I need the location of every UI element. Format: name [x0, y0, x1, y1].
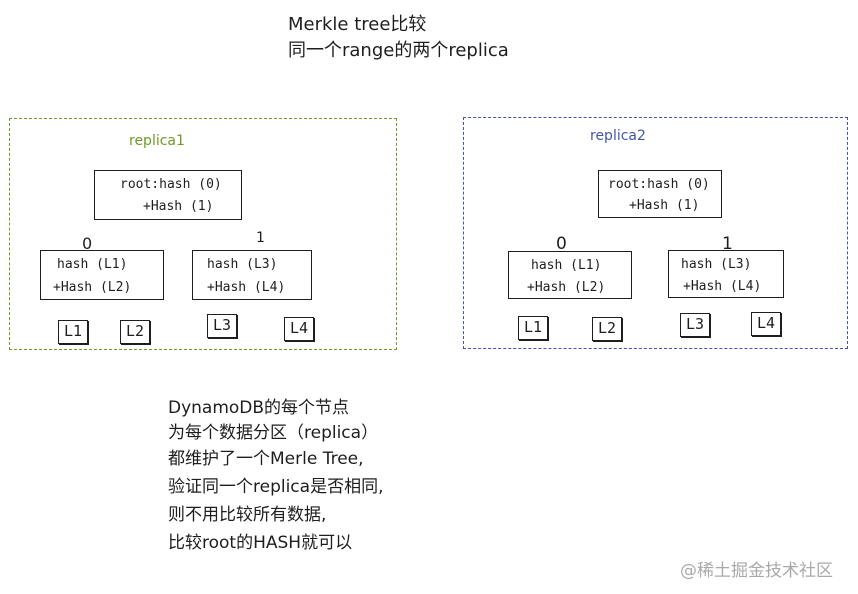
replica2-leaf-l1: L1 [518, 316, 548, 340]
diagram-subtitle: 同一个range的两个replica [288, 40, 509, 61]
replica1-left-node: hash (L1) +Hash (L2) [40, 250, 164, 300]
replica2-root-line2: +Hash (1) [629, 198, 700, 213]
replica1-leaf-l1: L1 [58, 320, 88, 344]
replica2-right-line1: hash (L3) [681, 257, 752, 272]
replica1-panel [9, 118, 397, 350]
replica2-leaf-l4: L4 [751, 312, 781, 336]
replica2-root-line1: root:hash (0) [608, 177, 710, 192]
replica1-root-node: root:hash (0) +Hash (1) [94, 170, 242, 220]
replica1-right-line2: +Hash (L4) [207, 280, 286, 295]
replica1-left-line1: hash (L1) [57, 257, 128, 272]
replica2-leaf-l2: L2 [592, 317, 622, 341]
replica2-left-node: hash (L1) +Hash (L2) [508, 251, 632, 299]
replica1-left-bit: 0 [82, 234, 93, 253]
note-line-3: 都维护了一个Merle Tree, [168, 449, 364, 469]
replica2-left-line1: hash (L1) [531, 258, 602, 273]
replica2-panel [463, 117, 848, 349]
replica1-leaf-l4: L4 [284, 317, 314, 341]
replica2-right-bit: 1 [722, 234, 733, 254]
note-line-6: 比较root的HASH就可以 [168, 533, 353, 553]
replica2-leaf-l3: L3 [680, 313, 710, 337]
replica1-leaf-l2: L2 [120, 320, 150, 344]
replica1-root-line2: +Hash (1) [143, 199, 214, 214]
replica1-right-bit: 1 [256, 230, 265, 246]
replica2-right-line2: +Hash (L4) [683, 279, 762, 294]
note-line-1: DynamoDB的每个节点 [168, 398, 350, 418]
note-line-4: 验证同一个replica是否相同, [168, 477, 384, 497]
replica2-root-node: root:hash (0) +Hash (1) [598, 170, 722, 218]
replica2-right-node: hash (L3) +Hash (L4) [668, 250, 784, 298]
note-line-2: 为每个数据分区（replica） [168, 423, 379, 443]
replica2-left-bit: 0 [556, 234, 567, 254]
replica1-label: replica1 [129, 133, 185, 149]
replica1-right-node: hash (L3) +Hash (L4) [192, 250, 312, 300]
replica1-leaf-l3: L3 [207, 314, 237, 338]
replica1-left-line2: +Hash (L2) [53, 280, 132, 295]
note-line-5: 则不用比较所有数据, [168, 505, 327, 525]
diagram-title: Merkle tree比较 [288, 14, 427, 35]
replica1-root-line1: root:hash (0) [120, 177, 222, 192]
watermark: @稀土掘金技术社区 [680, 561, 833, 581]
replica1-right-line1: hash (L3) [207, 257, 278, 272]
replica2-left-line2: +Hash (L2) [527, 280, 606, 295]
replica2-label: replica2 [590, 128, 646, 144]
